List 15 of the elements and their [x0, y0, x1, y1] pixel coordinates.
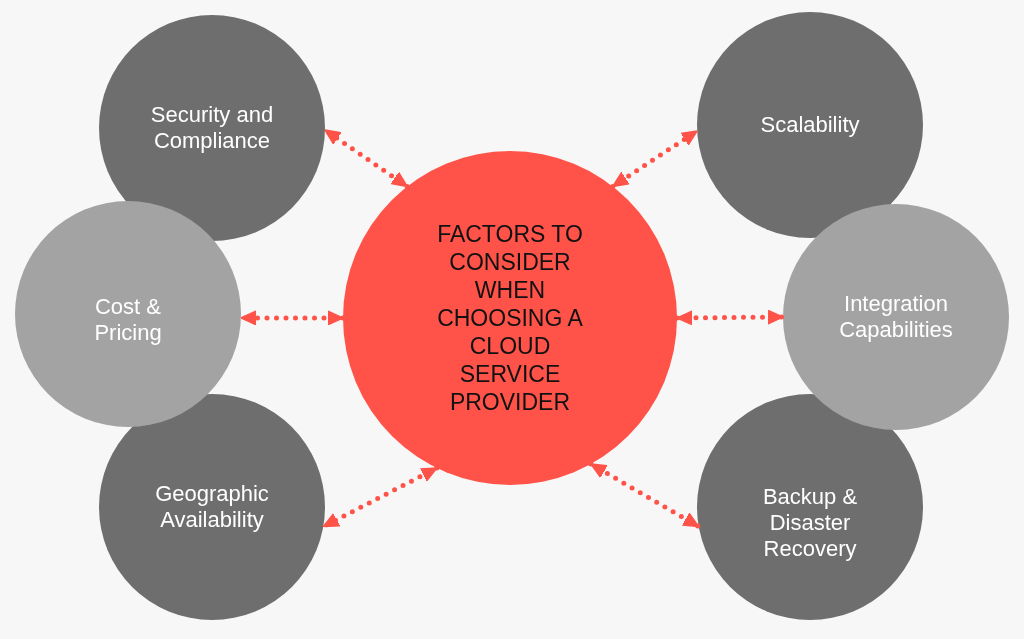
- dotted-arrow: [588, 461, 702, 530]
- factor-label: Integration Capabilities: [838, 291, 954, 343]
- factor-circle: [697, 394, 923, 620]
- factor-label: Cost & Pricing: [93, 294, 163, 346]
- factor-label: Backup & Disaster Recovery: [761, 484, 859, 562]
- factor-label: Geographic Availability: [154, 481, 270, 533]
- factor-circle: [99, 15, 325, 241]
- factor-circle: [697, 12, 923, 238]
- factor-circle: [783, 204, 1009, 430]
- topic-circle: [343, 151, 677, 485]
- factor-label: Scalability: [759, 112, 861, 138]
- topic-label: FACTORS TO CONSIDER WHEN CHOOSING A CLOUD SERVICE PROVIDER: [436, 220, 584, 416]
- factor-circle: [15, 201, 241, 427]
- factor-circle: [99, 394, 325, 620]
- factor-label: Security and Compliance: [149, 102, 275, 154]
